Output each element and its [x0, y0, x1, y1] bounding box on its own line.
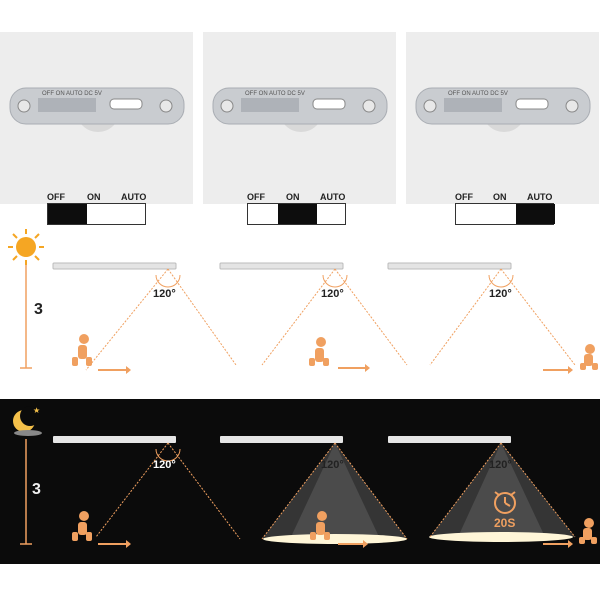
switch-panel-auto: OFF ON AUTO DC 5V OFF ON AUTO: [406, 32, 599, 225]
person-icon: [72, 511, 92, 541]
switch-label-on: ON: [286, 192, 300, 202]
switch-label-auto: AUTO: [320, 192, 346, 202]
angle-label: 120°: [489, 459, 512, 471]
person-icon: [580, 344, 598, 370]
sensor-device-illustration: [415, 87, 591, 132]
svg-text:★: ★: [33, 406, 40, 415]
switch-label-on: ON: [87, 192, 101, 202]
switch-panel-off: OFF ON AUTO DC 5V OFF ON AUTO: [0, 32, 193, 225]
angle-label: 120°: [489, 288, 512, 300]
switch-knob: [48, 204, 87, 224]
alarm-clock-icon: [494, 491, 516, 514]
day-scene: [8, 229, 598, 374]
device-switch-labels: OFF ON AUTO DC 5V: [245, 91, 305, 97]
sensor-device-illustration: [9, 87, 185, 132]
sun-icon: [8, 229, 44, 265]
angle-label: 120°: [321, 288, 344, 300]
light-bar: [219, 262, 344, 270]
person-icon: [579, 518, 597, 544]
mode-switch: [47, 203, 146, 225]
light-pool: [263, 534, 407, 544]
light-bar: [387, 262, 512, 270]
timer-label: 20S: [494, 516, 516, 530]
light-bar: [388, 436, 511, 443]
night-scene: ★: [0, 399, 600, 564]
angle-label: 120°: [153, 459, 176, 471]
switch-label-off: OFF: [247, 192, 265, 202]
mode-switch: [247, 203, 346, 225]
switch-knob: [516, 204, 555, 224]
angle-label: 120°: [153, 288, 176, 300]
switch-label-auto: AUTO: [527, 192, 553, 202]
person-icon: [72, 334, 92, 366]
light-bar: [52, 262, 177, 270]
night-scene-illustration: ★: [13, 406, 597, 548]
switch-label-on: ON: [493, 192, 507, 202]
device-switch-labels: OFF ON AUTO DC 5V: [42, 91, 102, 97]
light-bar: [220, 436, 343, 443]
device-switch-labels: OFF ON AUTO DC 5V: [448, 91, 508, 97]
sensor-device-illustration: [212, 87, 388, 132]
switch-panel-on: OFF ON AUTO DC 5V OFF ON AUTO: [203, 32, 396, 225]
height-label: 3: [32, 481, 41, 498]
mode-switch: [455, 203, 555, 225]
switch-label-off: OFF: [47, 192, 65, 202]
switch-knob: [278, 204, 317, 224]
switch-label-off: OFF: [455, 192, 473, 202]
light-pool: [429, 532, 573, 542]
angle-label: 120°: [321, 459, 344, 471]
person-icon: [309, 337, 329, 366]
light-bar: [53, 436, 176, 443]
height-label: 3: [34, 301, 43, 318]
switch-label-auto: AUTO: [121, 192, 147, 202]
person-icon: [310, 511, 330, 540]
moon-icon: ★: [13, 406, 42, 436]
